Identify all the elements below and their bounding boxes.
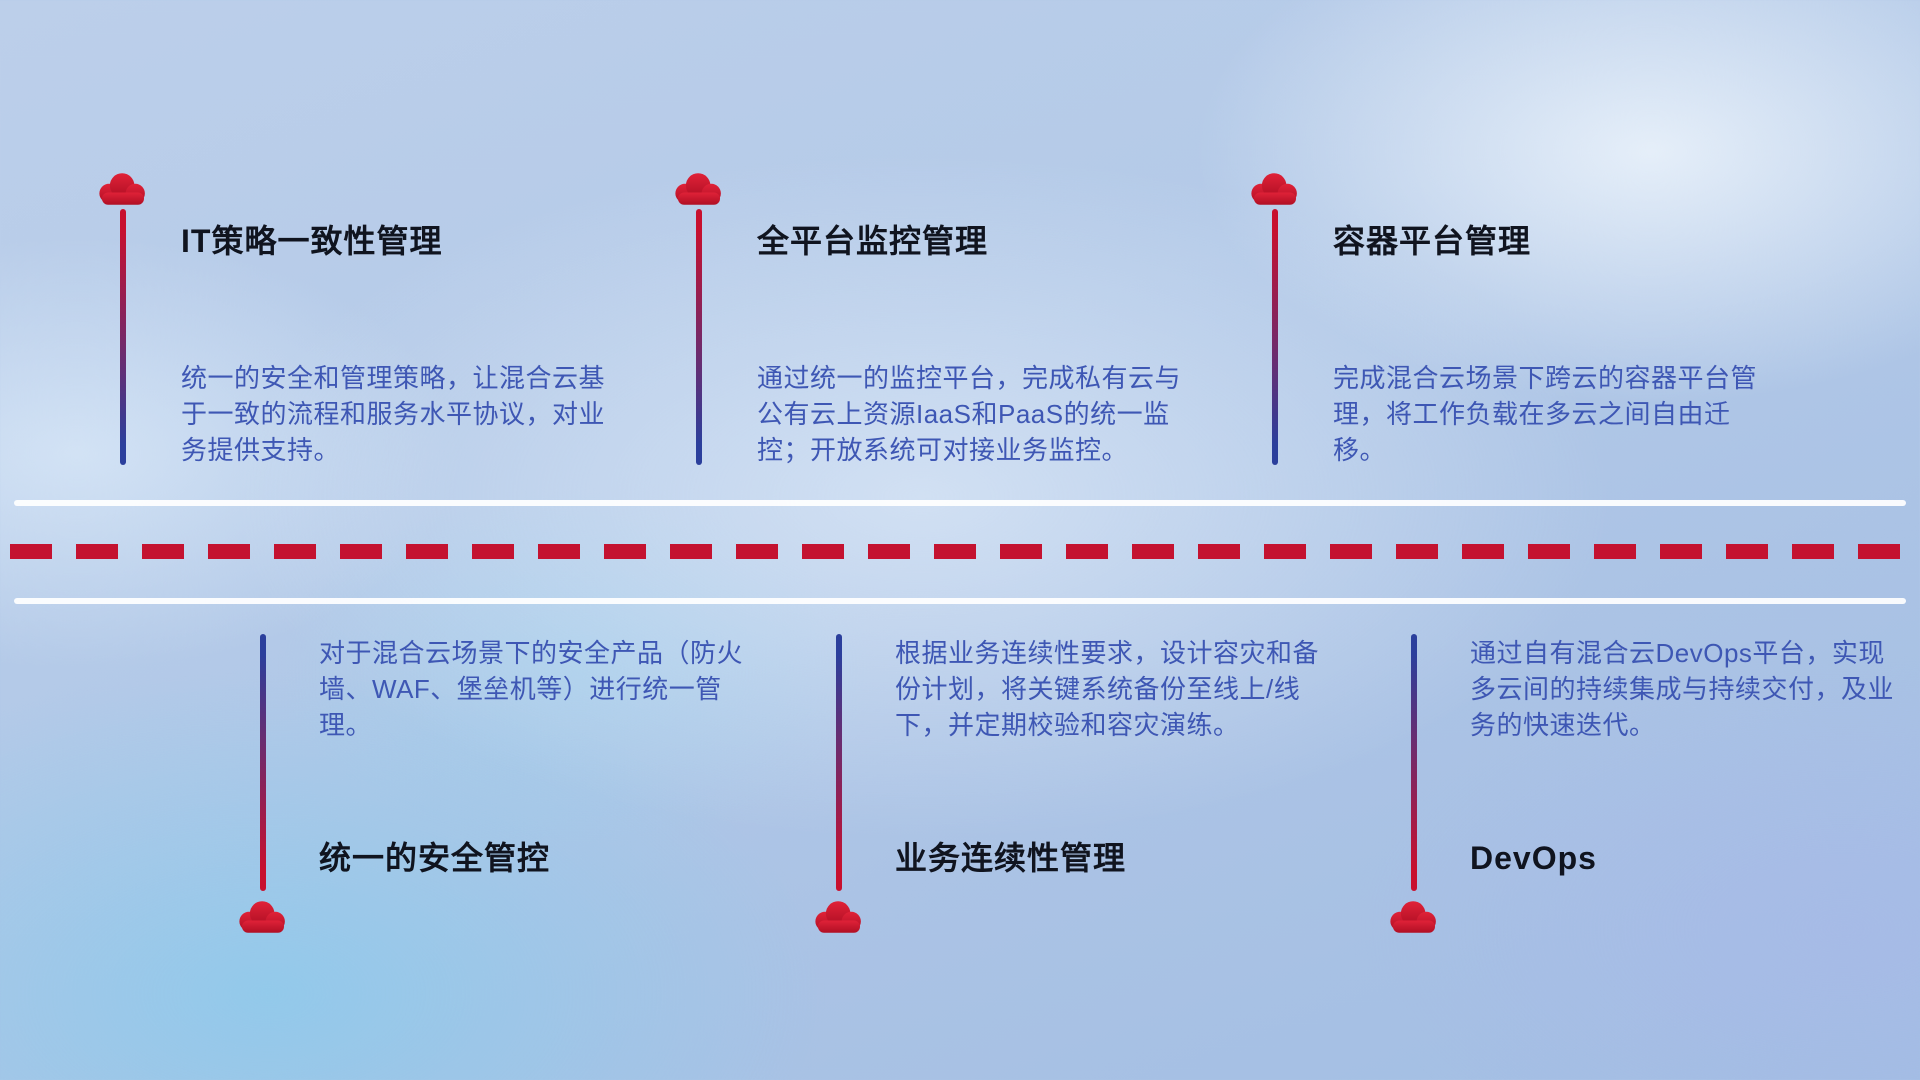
feature-title: 业务连续性管理	[895, 840, 1127, 876]
feature-title: 统一的安全管控	[319, 840, 551, 876]
feature-item-monitoring: 全平台监控管理 通过统一的监控平台，完成私有云与公有云上资源IaaS和PaaS的…	[671, 169, 1211, 469]
divider-dashed-red	[10, 544, 1910, 559]
feature-title: 全平台监控管理	[757, 223, 989, 259]
feature-item-business-continuity: 根据业务连续性要求，设计容灾和备份计划，将关键系统备份至线上/线下，并定期校验和…	[811, 634, 1351, 944]
feature-desc: 根据业务连续性要求，设计容灾和备份计划，将关键系统备份至线上/线下，并定期校验和…	[895, 638, 1320, 740]
timeline-connector	[260, 634, 266, 891]
feature-title: DevOps	[1470, 840, 1597, 876]
timeline-connector	[120, 209, 126, 465]
cloud-icon	[1386, 897, 1442, 937]
feature-desc: 通过自有混合云DevOps平台，实现多云间的持续集成与持续交付，及业务的快速迭代…	[1470, 638, 1895, 740]
feature-desc: 对于混合云场景下的安全产品（防火墙、WAF、堡垒机等）进行统一管理。	[319, 638, 744, 740]
cloud-icon	[671, 169, 727, 209]
feature-item-container-platform: 容器平台管理 完成混合云场景下跨云的容器平台管理，将工作负载在多云之间自由迁移。	[1247, 169, 1787, 469]
feature-item-it-policy: IT策略一致性管理 统一的安全和管理策略，让混合云基于一致的流程和服务水平协议，…	[95, 169, 635, 469]
feature-desc: 完成混合云场景下跨云的容器平台管理，将工作负载在多云之间自由迁移。	[1333, 363, 1758, 465]
timeline-connector	[696, 209, 702, 465]
timeline-connector	[836, 634, 842, 891]
cloud-icon	[235, 897, 291, 937]
feature-desc: 统一的安全和管理策略，让混合云基于一致的流程和服务水平协议，对业务提供支持。	[181, 363, 606, 465]
cloud-icon	[811, 897, 867, 937]
timeline-connector	[1272, 209, 1278, 465]
feature-item-devops: 通过自有混合云DevOps平台，实现多云间的持续集成与持续交付，及业务的快速迭代…	[1386, 634, 1920, 944]
feature-title: IT策略一致性管理	[181, 223, 443, 259]
divider-solid-bottom	[14, 598, 1906, 604]
timeline-connector	[1411, 634, 1417, 891]
feature-desc: 通过统一的监控平台，完成私有云与公有云上资源IaaS和PaaS的统一监控；开放系…	[757, 363, 1182, 465]
cloud-icon	[1247, 169, 1303, 209]
feature-item-security-control: 对于混合云场景下的安全产品（防火墙、WAF、堡垒机等）进行统一管理。 统一的安全…	[235, 634, 775, 944]
feature-title: 容器平台管理	[1333, 223, 1532, 259]
divider-solid-top	[14, 500, 1906, 506]
cloud-icon	[95, 169, 151, 209]
